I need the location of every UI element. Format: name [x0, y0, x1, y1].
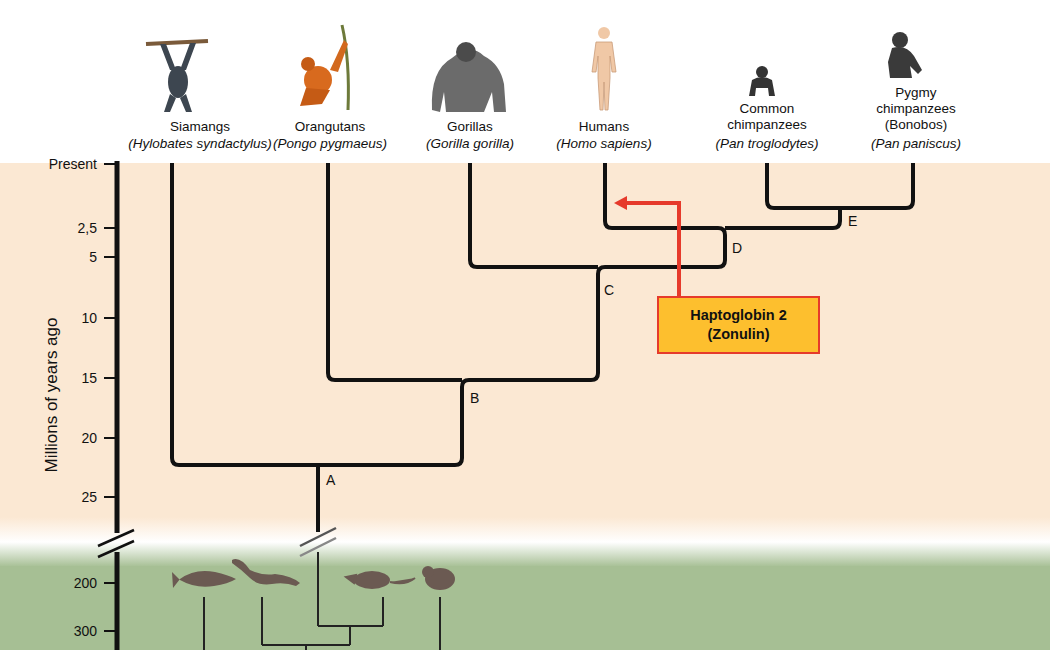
ancient-line	[305, 645, 307, 650]
tick-mark	[104, 163, 117, 165]
rodent-silhouette	[354, 571, 390, 589]
node-letter: B	[470, 390, 479, 406]
species-latin: (Hylobates syndactylus)	[115, 136, 285, 152]
species-name: Humans	[544, 119, 664, 135]
fade-band	[0, 517, 1050, 567]
axis-tick: 200	[17, 575, 97, 591]
node-letter: A	[326, 472, 335, 488]
branch-path	[328, 163, 462, 380]
node-letter: D	[732, 240, 742, 256]
species-name: Siamangs	[120, 119, 280, 135]
orangutan-head	[301, 57, 315, 71]
recent-band	[0, 163, 1050, 518]
species-alias: (Bonobos)	[866, 117, 966, 133]
branch-path	[838, 208, 842, 215]
tick-mark	[104, 582, 117, 584]
species-latin: (Pan troglodytes)	[697, 136, 837, 152]
node-letter: E	[848, 213, 857, 229]
ancient-line	[261, 597, 263, 645]
branch-path	[725, 208, 840, 228]
tree-branches	[172, 163, 913, 532]
ancient-line	[382, 597, 384, 626]
chimp-figure	[749, 66, 775, 96]
species-latin: (Pan paniscus)	[851, 136, 981, 152]
callout-arrow	[625, 203, 679, 296]
gorilla-head	[456, 42, 476, 62]
mammal-head	[422, 566, 434, 578]
species-name: Orangutans	[260, 119, 400, 135]
trunk-line	[316, 465, 320, 532]
branch-path	[767, 163, 913, 208]
species-name: Gorillas	[410, 119, 530, 135]
species-name: Pygmy chimpanzees	[866, 85, 966, 117]
branch-path	[172, 163, 725, 465]
axis-ticks	[104, 164, 117, 631]
time-axis	[115, 552, 120, 650]
chimp-head	[756, 66, 768, 78]
siamang-figure	[146, 41, 208, 112]
tick-mark	[104, 256, 117, 258]
orangutan-arm	[330, 40, 348, 72]
ancient-branches	[204, 552, 440, 650]
human-body	[592, 42, 616, 110]
siamang-legs	[164, 94, 192, 112]
axis-tick: 300	[17, 623, 97, 639]
ancient-band	[0, 566, 1050, 650]
ancient-line	[317, 552, 319, 626]
branch-stick	[146, 41, 208, 44]
tick-mark	[104, 227, 117, 229]
callout-text: Haptoglobin 2 (Zonulin)	[676, 306, 801, 344]
human-figure	[592, 27, 616, 110]
time-axis	[115, 161, 120, 533]
lizard-silhouette	[232, 559, 300, 586]
siamang-body	[168, 66, 188, 98]
callout-box: Haptoglobin 2 (Zonulin)	[657, 296, 820, 354]
axis-tick: 5	[17, 249, 97, 265]
species-latin: (Homo sapiens)	[539, 136, 669, 152]
orangutan-figure	[300, 25, 348, 110]
gorilla-figure	[432, 42, 506, 112]
trunk-break	[300, 528, 336, 546]
axis-tick: Present	[17, 156, 97, 172]
tick-mark	[104, 437, 117, 439]
ancient-animals	[172, 559, 455, 590]
species-latin: (Gorilla gorilla)	[405, 136, 535, 152]
branch-path	[470, 163, 598, 267]
bonobo-figure	[888, 32, 922, 78]
siamang-arms	[160, 43, 196, 70]
orangutan-legs	[300, 88, 330, 106]
tick-mark	[104, 377, 117, 379]
axis-tick: 25	[17, 489, 97, 505]
rodent-tail	[346, 575, 415, 583]
bonobo-head	[892, 32, 908, 48]
node-letter: C	[604, 282, 614, 298]
tick-mark	[104, 496, 117, 498]
axis-break	[98, 541, 134, 557]
human-head	[598, 27, 610, 39]
species-name: Common chimpanzees	[712, 101, 822, 133]
tick-mark	[104, 630, 117, 632]
tick-mark	[104, 317, 117, 319]
axis-title: Millions of years ago	[44, 318, 60, 473]
arrow-head	[614, 196, 627, 210]
ancient-line	[439, 597, 441, 650]
fish-silhouette	[172, 571, 236, 588]
ancient-line	[203, 597, 205, 650]
vine	[342, 25, 348, 110]
ancient-line	[349, 626, 351, 645]
species-latin: (Pongo pygmaeus)	[260, 136, 400, 152]
chimp-body	[749, 77, 775, 96]
axis-tick: 2,5	[17, 220, 97, 236]
bonobo-body	[888, 47, 922, 78]
